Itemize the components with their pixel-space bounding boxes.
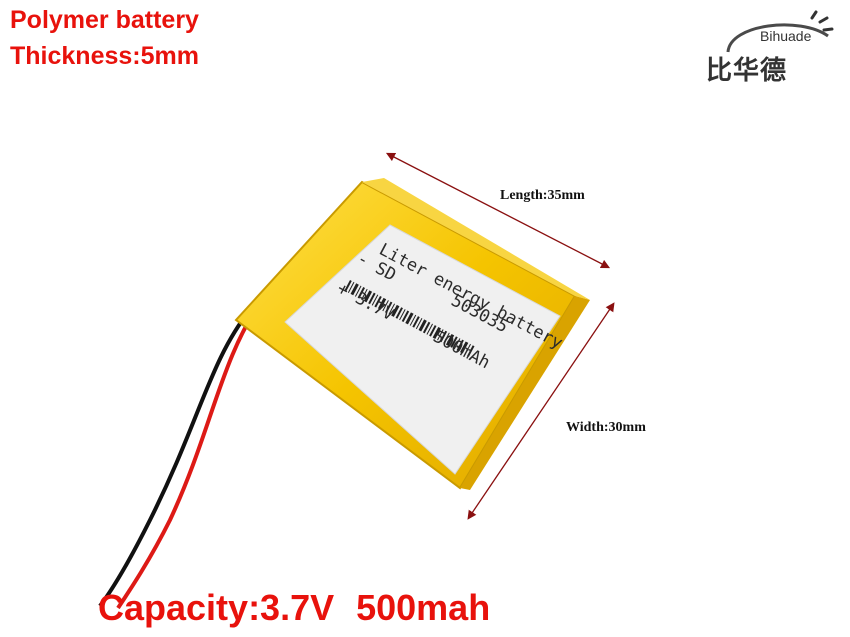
barcode <box>344 280 475 357</box>
length-label: Length:35mm <box>500 188 585 203</box>
product-type-title: Polymer battery <box>10 6 199 34</box>
thickness-title: Thickness:5mm <box>10 42 199 70</box>
width-arrow <box>467 302 615 520</box>
capacity-voltage: Capacity:3.7V <box>98 587 335 628</box>
capacity-mah: 500mah <box>356 587 491 628</box>
brand-name-en: Bihuade <box>760 28 812 44</box>
battery-wires <box>98 298 264 610</box>
capacity-caption: Capacity:3.7V 500mah <box>98 590 490 626</box>
length-arrow <box>385 152 611 269</box>
brand-logo <box>726 10 834 53</box>
brand-name-cn: 比华德 <box>706 56 788 86</box>
width-label: Width:30mm <box>566 420 646 435</box>
